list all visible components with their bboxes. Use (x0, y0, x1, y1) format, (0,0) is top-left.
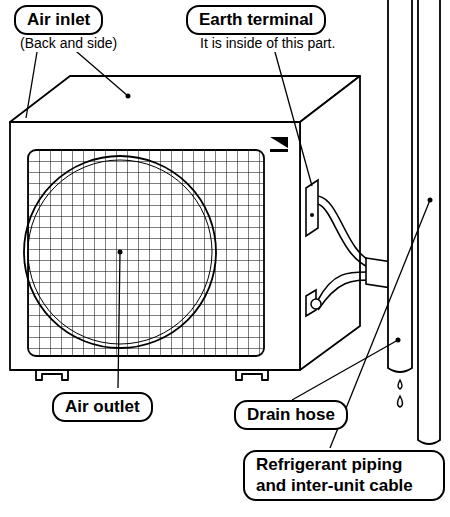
leader-line (26, 46, 38, 118)
leader-dot (428, 198, 433, 203)
inter-unit-cable (318, 196, 392, 266)
water-drop (398, 380, 402, 389)
callout-box: Air inlet(Back and side) (14, 5, 117, 52)
callout-box: Refrigerant piping and inter-unit cable (243, 450, 445, 501)
callout-label: Drain hose (234, 400, 348, 430)
callout-note: (Back and side) (20, 35, 117, 52)
leader-dot (396, 338, 401, 343)
callout-label: Air outlet (52, 392, 153, 422)
callout-box: Air outlet (52, 392, 153, 422)
water-drop (398, 396, 403, 407)
unit-front-face (10, 122, 300, 370)
callout-label: Earth terminal (186, 5, 326, 35)
leader-line (118, 252, 120, 388)
callout-label: Air inlet (14, 5, 103, 35)
leader-line (292, 340, 398, 400)
fan-ring (24, 156, 216, 348)
unit-side-face (300, 76, 360, 370)
fan-ring (28, 160, 212, 344)
callout-box: Drain hose (234, 400, 348, 430)
drain-hose-pipe (388, 0, 412, 372)
callout-note: It is inside of this part. (200, 35, 335, 52)
terminal-cover (306, 180, 318, 236)
grille-frame (28, 150, 264, 356)
leader-dot (118, 250, 123, 255)
terminal-screw (310, 213, 314, 217)
unit-top-face (10, 76, 360, 122)
leader-line (270, 34, 312, 186)
unit-foot (36, 370, 68, 380)
brand-logo (270, 137, 288, 148)
brand-logo (270, 149, 288, 152)
callout-label: Refrigerant piping and inter-unit cable (243, 450, 445, 501)
leader-line (70, 46, 128, 96)
leader-dot (126, 94, 131, 99)
callout-box: Earth terminalIt is inside of this part. (186, 5, 335, 52)
fan-grille (28, 150, 264, 356)
unit-foot (236, 370, 268, 380)
